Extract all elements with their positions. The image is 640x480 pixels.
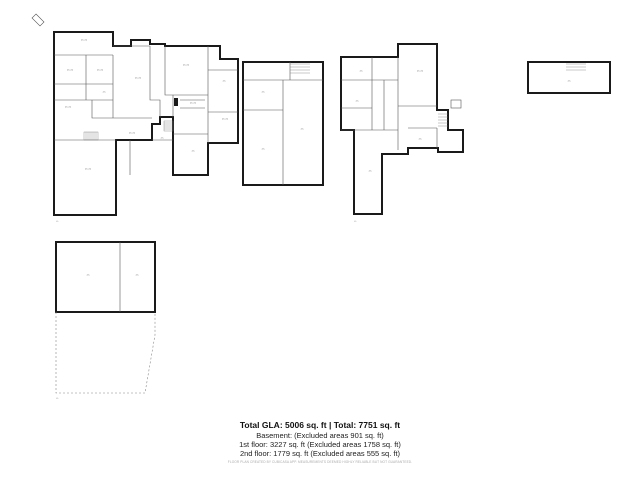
svg-text:▭: ▭ — [262, 147, 265, 151]
svg-text:▭ ▭: ▭ ▭ — [67, 68, 74, 72]
svg-text:▭ ▭: ▭ ▭ — [222, 117, 229, 121]
svg-text:▭: ▭ — [262, 90, 265, 94]
attic-plan: ▭ — [527, 61, 611, 94]
attic-outer-wall — [527, 61, 611, 94]
svg-text:▭: ▭ — [360, 69, 363, 73]
svg-text:▭ ▭: ▭ ▭ — [65, 105, 72, 109]
svg-text:▭ ▭: ▭ ▭ — [417, 69, 424, 73]
area-summary-title: Total GLA: 5006 sq. ft | Total: 7751 sq.… — [239, 420, 401, 430]
deck-corner — [31, 13, 45, 27]
svg-text:▭ ▭: ▭ ▭ — [97, 68, 104, 72]
svg-text:▭: ▭ — [568, 79, 571, 83]
first-floor-stairs — [83, 120, 174, 141]
second-floor-outer-wall — [340, 43, 464, 215]
svg-text:▭ ▭: ▭ ▭ — [129, 131, 136, 135]
second-floor-partitions — [341, 57, 438, 150]
svg-text:▭: ▭ — [419, 137, 422, 141]
second-floor-area-line: 2nd floor: 1779 sq. ft (Excluded areas 5… — [239, 449, 401, 458]
svg-text:▭: ▭ — [161, 136, 164, 140]
attic-stairs — [566, 63, 586, 71]
svg-text:▭ ▭: ▭ ▭ — [85, 167, 92, 171]
svg-text:▭: ▭ — [103, 90, 106, 94]
basement-area-line: Basement: (Excluded areas 901 sq. ft) — [256, 431, 384, 440]
svg-text:▭: ▭ — [56, 220, 59, 223]
garage-partitions — [243, 62, 323, 185]
first-floor-partitions — [54, 45, 238, 175]
svg-text:▭: ▭ — [354, 220, 357, 223]
first-floor-area-line: 1st floor: 3227 sq. ft (Excluded areas 1… — [239, 440, 401, 449]
svg-text:▭ ▭: ▭ ▭ — [135, 76, 142, 80]
basement-plan: ▭ ▭ — [55, 241, 156, 394]
svg-text:▭: ▭ — [192, 149, 195, 153]
svg-text:▭ ▭: ▭ ▭ — [190, 101, 197, 105]
svg-text:▭ ▭: ▭ ▭ — [81, 38, 88, 42]
garage-stairs — [290, 63, 310, 74]
svg-text:▭: ▭ — [136, 273, 139, 277]
svg-text:▭: ▭ — [56, 397, 59, 400]
second-floor-plan: ▭ ▭ ▭ ▭ ▭ ▭ — [340, 43, 464, 215]
first-floor-outer-wall — [53, 31, 239, 216]
first-floor-room-labels: ▭ ▭ ▭ ▭ ▭ ▭ ▭ ▭ ▭ ▭ ▭ ▭ ▭ ▭ ▭ ▭ ▭ ▭ ▭ ▭ … — [65, 38, 229, 171]
svg-text:▭: ▭ — [301, 127, 304, 131]
svg-text:▭: ▭ — [369, 169, 372, 173]
basement-outer-wall — [55, 241, 156, 313]
second-floor-closet — [450, 99, 462, 109]
second-floor-stairs — [438, 113, 448, 127]
svg-text:▭: ▭ — [223, 79, 226, 83]
garage-plan: ▭ ▭ ▭ — [242, 61, 324, 186]
garage-outer-wall — [242, 61, 324, 186]
svg-text:▭: ▭ — [87, 273, 90, 277]
disclaimer-footer: FLOOR PLAN CREATED BY CUBICASA APP. MEAS… — [227, 460, 413, 464]
svg-text:▭ ▭: ▭ ▭ — [183, 63, 190, 67]
basement-excluded-area — [55, 312, 156, 394]
first-floor-plan: ▭ ▭ ▭ ▭ ▭ ▭ ▭ ▭ ▭ ▭ ▭ ▭ ▭ ▭ ▭ ▭ ▭ ▭ ▭ ▭ … — [31, 13, 239, 216]
svg-text:▭: ▭ — [356, 99, 359, 103]
fireplace-block — [174, 98, 178, 106]
